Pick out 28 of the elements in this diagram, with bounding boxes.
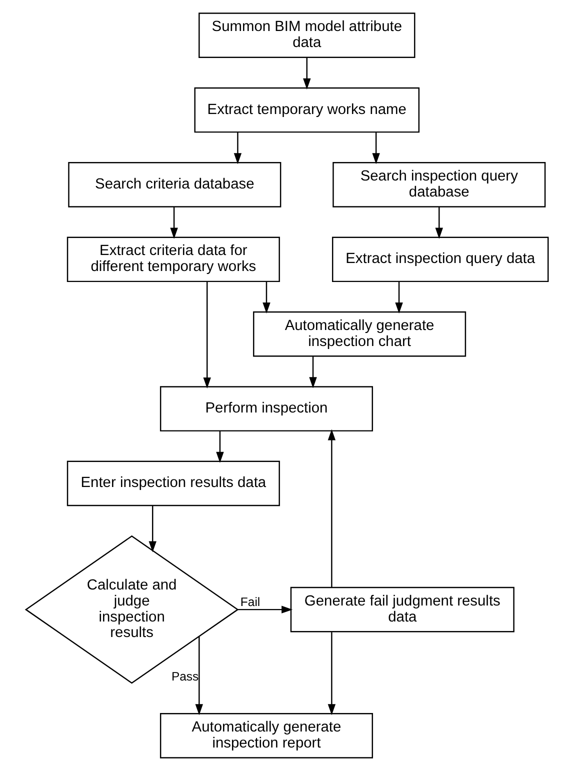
arrow [148, 506, 156, 552]
edge-label: Pass [171, 669, 199, 684]
node-box: Generate fail judgment results data [290, 586, 514, 632]
arrow [303, 58, 311, 90]
edge-label: Fail [240, 594, 260, 609]
arrow [170, 207, 178, 239]
arrow [262, 282, 270, 314]
node-box: Automatically generate inspection chart [253, 311, 466, 357]
arrow [328, 632, 336, 716]
node-box: Search criteria database [68, 162, 282, 208]
node-box: Perform inspection [160, 386, 374, 432]
arrow [328, 429, 336, 588]
node-box: Extract temporary works name [194, 87, 420, 133]
node-box: Search inspection query database [332, 162, 546, 208]
arrow [238, 606, 293, 614]
node-box: Extract criteria data for different temporary works [66, 236, 280, 282]
arrow [435, 207, 443, 239]
node-box: Summon BIM model attribute data [198, 12, 416, 58]
node-box: Enter inspection results data [66, 460, 280, 506]
arrow [195, 636, 204, 716]
node-box: Extract inspection query data [332, 236, 549, 282]
arrow [203, 281, 211, 388]
node-box: Automatically generate inspection report [160, 713, 374, 758]
arrow [216, 431, 224, 463]
arrow [309, 356, 317, 388]
arrow [234, 132, 242, 164]
arrow [395, 282, 403, 314]
arrow [372, 132, 380, 164]
